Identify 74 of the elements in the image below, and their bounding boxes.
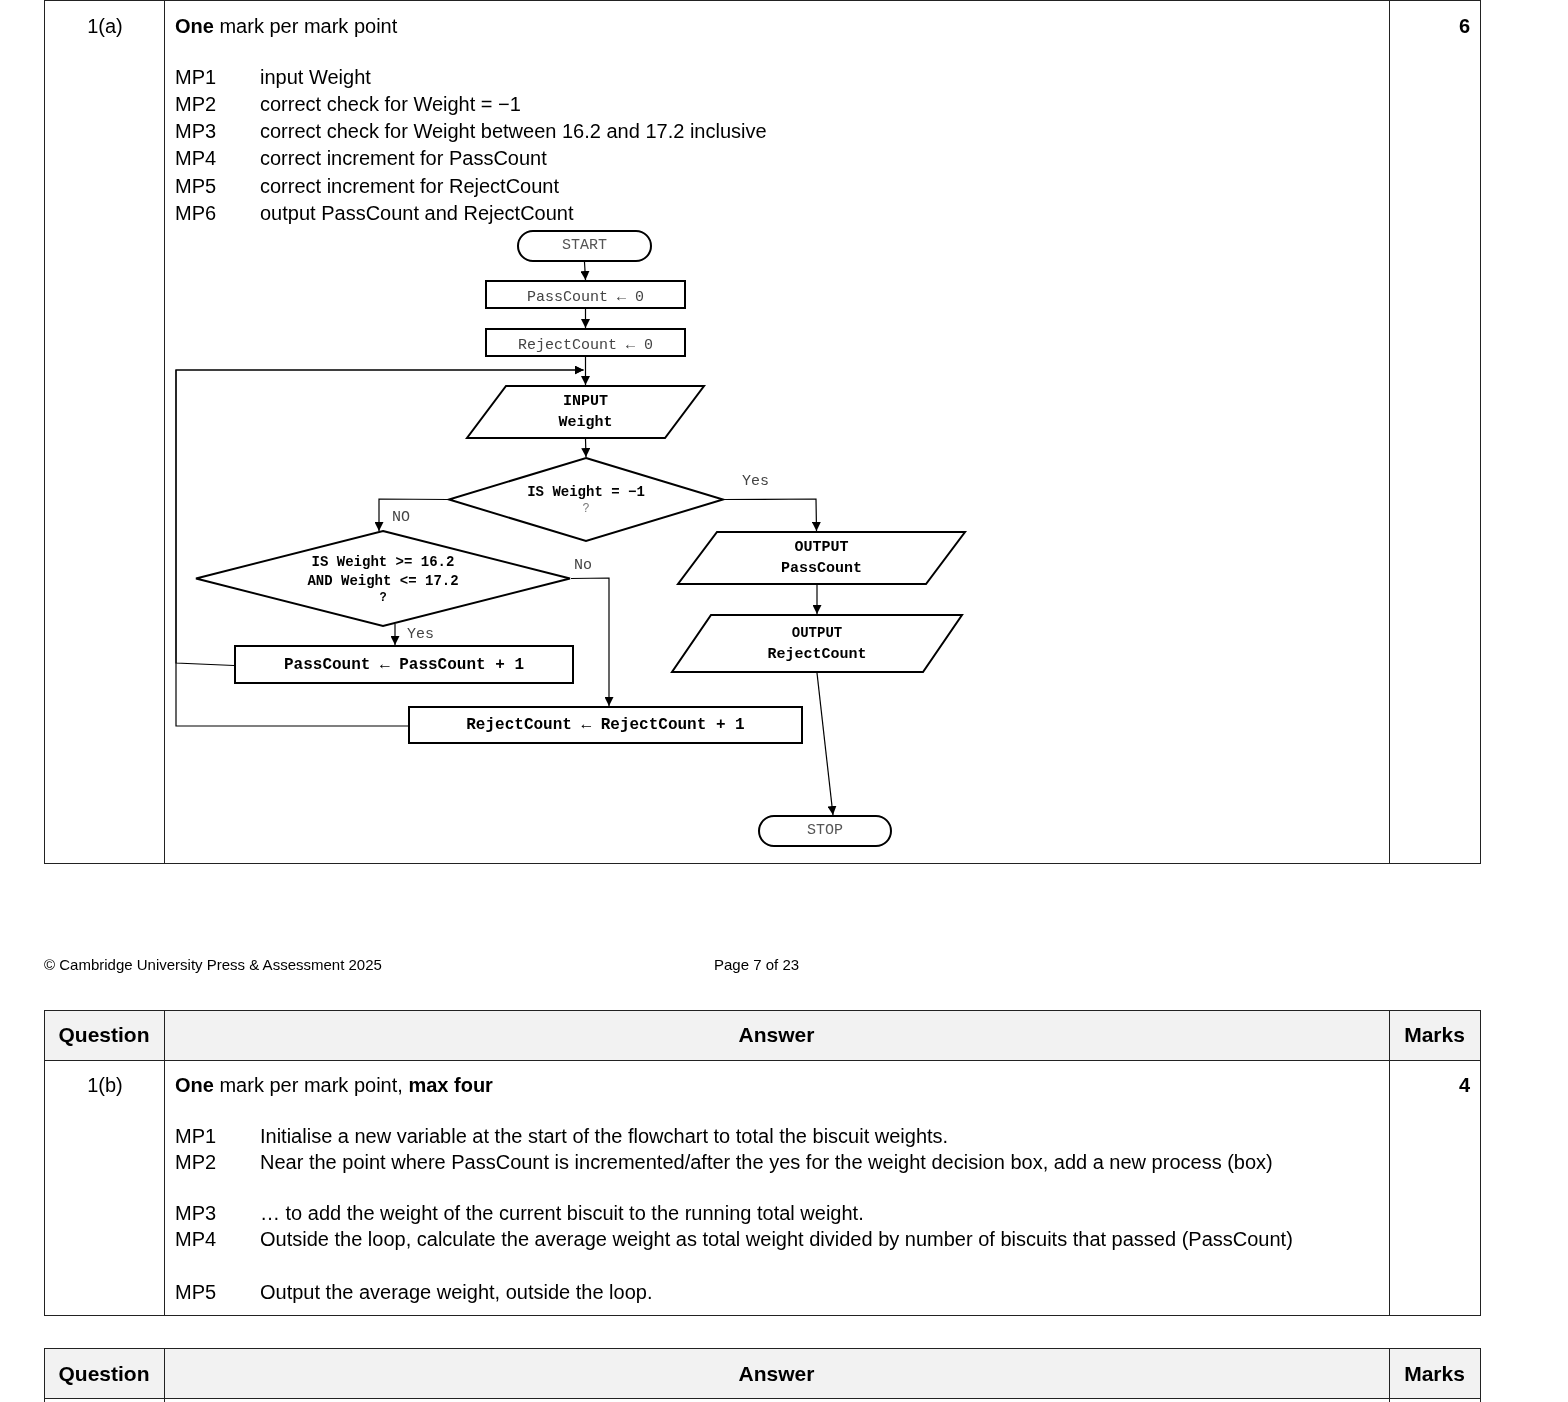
- node-text: STOP: [807, 822, 843, 840]
- arrow: [812, 584, 822, 615]
- arrow: [570, 577, 614, 707]
- mark-point-number: MP5: [175, 1280, 217, 1305]
- arrow: [581, 356, 590, 386]
- io-parallelogram: [466, 385, 705, 439]
- mark-point-number: MP3: [175, 119, 217, 144]
- mark-point-number: MP1: [175, 65, 217, 90]
- footer-text: Page 7 of 23: [714, 955, 800, 975]
- mark-point-number: MP5: [175, 174, 217, 199]
- marks-value: 4: [1457, 1073, 1470, 1098]
- answer-text: output PassCount and RejectCount: [260, 201, 574, 226]
- arrow: [816, 672, 837, 816]
- terminal-pill: [758, 815, 892, 847]
- node-text: OUTPUT: [791, 623, 843, 643]
- arrow: [175, 365, 585, 727]
- arrow: [390, 623, 400, 646]
- node-text: PassCount ← PassCount + 1: [283, 654, 524, 675]
- node-text: PassCount: [781, 559, 862, 579]
- node-text: INPUT: [563, 392, 608, 412]
- process-box: [408, 706, 803, 744]
- column-header: Question: [57, 1361, 151, 1387]
- node-text: OUTPUT: [794, 538, 849, 558]
- node-text: IS Weight >= 16.2 AND Weight <= 17.2: [306, 552, 460, 591]
- question-number: 1(b): [86, 1073, 124, 1098]
- node-text: IS Weight = −1: [527, 483, 645, 502]
- answer-text: correct increment for RejectCount: [260, 174, 559, 199]
- answer-text: One mark per mark point: [175, 14, 398, 39]
- arrow: [374, 498, 449, 532]
- column-header: Answer: [737, 1361, 816, 1387]
- footer-text: © Cambridge University Press & Assessment 2025: [44, 955, 382, 975]
- mark-point-number: MP4: [175, 146, 217, 171]
- answer-text: correct increment for PassCount: [260, 146, 547, 171]
- column-header: Marks: [1403, 1361, 1466, 1387]
- node-text: Weight: [558, 413, 613, 433]
- node-text: RejectCount ← 0: [518, 336, 653, 355]
- mark-point-number: MP3: [175, 1201, 217, 1226]
- decision-diamond: [195, 530, 571, 627]
- question-number: 1(a): [86, 14, 124, 39]
- answer-text: Outside the loop, calculate the average weight as total weight divided by number of biscuits that passed (PassCount): [260, 1227, 1294, 1252]
- process-box: [234, 645, 574, 684]
- mark-point-number: MP2: [175, 1150, 217, 1175]
- answer-text: Initialise a new variable at the start of the flowchart to total the biscuit weights.: [260, 1124, 949, 1149]
- process-box: [485, 280, 686, 309]
- answer-text: correct check for Weight between 16.2 and 17.2 inclusive: [260, 119, 767, 144]
- answer-text: … to add the weight of the current biscuit to the running total weight.: [260, 1201, 864, 1226]
- answer-text: Output the average weight, outside the loop.: [260, 1280, 653, 1305]
- node-text: RejectCount ← RejectCount + 1: [466, 715, 745, 735]
- arrow: [581, 308, 590, 329]
- mark-point-number: MP1: [175, 1124, 217, 1149]
- mark-point-number: MP6: [175, 201, 217, 226]
- answer-text: input Weight: [260, 65, 371, 90]
- node-text: RejectCount: [767, 644, 867, 665]
- answer-text: correct check for Weight = −1: [260, 92, 521, 117]
- answer-text: Near the point where PassCount is incremented/after the yes for the weight decision box, add a new process (box): [260, 1150, 1274, 1175]
- terminal-pill: [517, 230, 652, 262]
- node-text: START: [562, 237, 607, 255]
- node-text: PassCount ← 0: [527, 288, 644, 307]
- io-parallelogram: [671, 614, 963, 673]
- node-text: ?: [379, 590, 387, 605]
- process-box: [485, 328, 686, 357]
- mark-point-number: MP2: [175, 92, 217, 117]
- decision-diamond: [448, 457, 724, 542]
- mark-point-number: MP4: [175, 1227, 217, 1252]
- arrow: [581, 438, 591, 458]
- io-parallelogram: [677, 531, 966, 585]
- arrow: [723, 498, 821, 532]
- answer-text: One mark per mark point, max four: [175, 1073, 493, 1098]
- marks-value: 6: [1457, 14, 1470, 39]
- column-header: Answer: [737, 1022, 816, 1048]
- arrow: [580, 261, 590, 281]
- column-header: Question: [57, 1022, 151, 1048]
- node-text: ?: [582, 502, 590, 516]
- column-header: Marks: [1403, 1022, 1466, 1048]
